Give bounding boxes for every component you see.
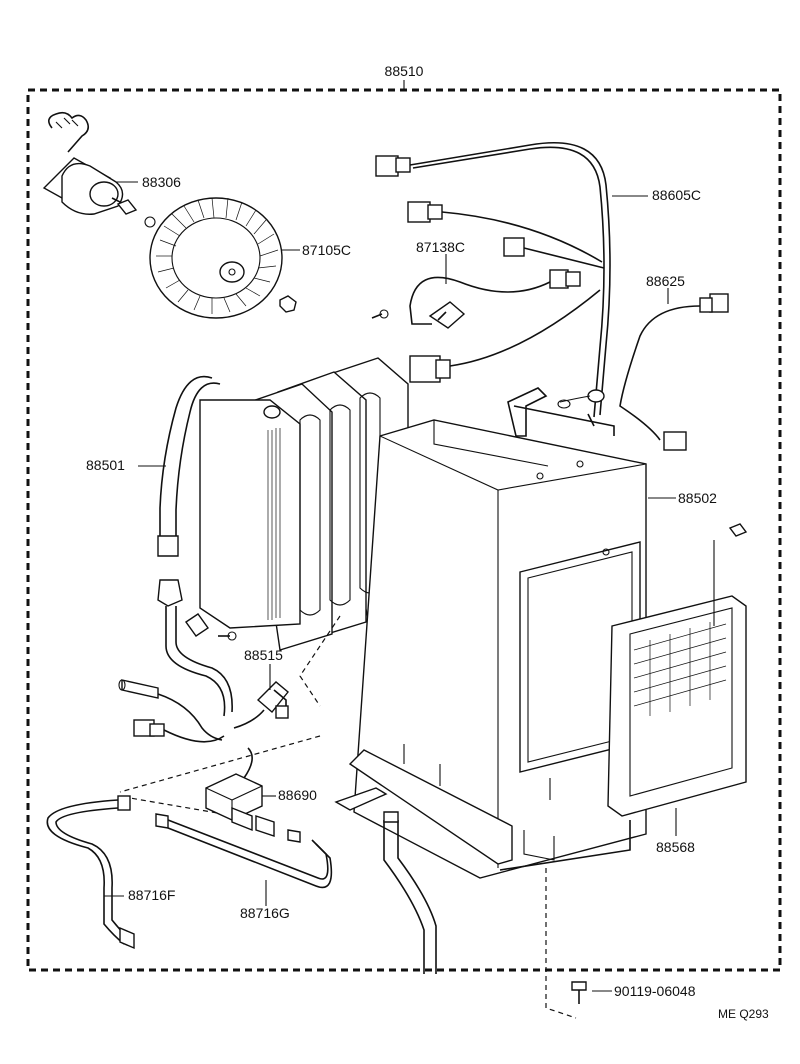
label-wire-harness: 88605C xyxy=(652,187,701,203)
label-blower-fan: 87105C xyxy=(302,242,351,258)
label-thermistor: 87138C xyxy=(416,239,465,255)
cooling-unit-case-drawing xyxy=(334,387,647,879)
pressure-switch-drawing xyxy=(205,747,301,843)
expansion-valve-drawing xyxy=(185,613,289,729)
label-cooling-unit-case: 88502 xyxy=(678,490,717,506)
suction-hose-drawing xyxy=(155,811,437,974)
wire-harness-drawing xyxy=(375,141,611,427)
blower-fan-drawing xyxy=(149,197,297,319)
bolt-drawing xyxy=(571,981,587,1004)
assembly-guide-lines xyxy=(119,615,577,1019)
label-bolt: 90119-06048 xyxy=(614,983,696,999)
blower-motor-drawing xyxy=(42,111,156,228)
sub-harness-drawing xyxy=(619,293,729,451)
evaporator-drawing xyxy=(157,357,409,717)
assembly-label: 88510 xyxy=(385,63,424,79)
label-front-grille: 88568 xyxy=(656,839,695,855)
diagram-code: ME Q293 xyxy=(718,1007,769,1021)
label-expansion-valve: 88515 xyxy=(244,647,283,663)
label-blower-motor: 88306 xyxy=(142,174,181,190)
label-evaporator-pipe: 88501 xyxy=(86,457,125,473)
thermo-sensor-drawing xyxy=(118,679,225,743)
liquid-hose-drawing xyxy=(46,795,135,950)
front-grille-drawing xyxy=(607,523,748,817)
thermistor-drawing xyxy=(371,269,601,383)
label-suction-hose: 88716G xyxy=(240,905,290,921)
assembly-border xyxy=(26,80,782,972)
label-liquid-hose: 88716F xyxy=(128,887,175,903)
label-sub-harness: 88625 xyxy=(646,273,685,289)
label-pressure-switch: 88690 xyxy=(278,787,317,803)
